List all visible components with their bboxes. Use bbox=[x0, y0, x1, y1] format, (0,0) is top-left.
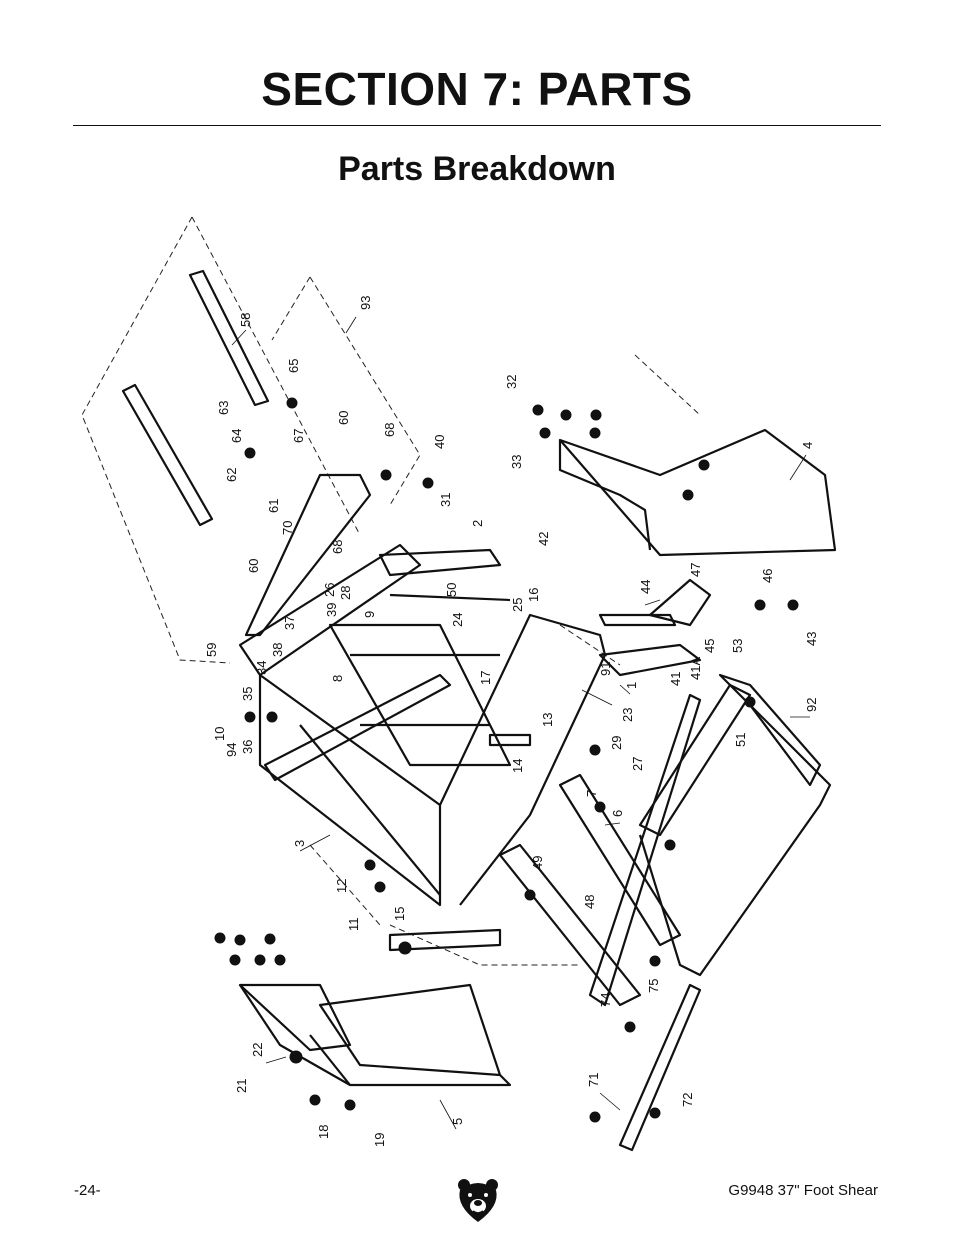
callout-34: 34 bbox=[254, 661, 269, 675]
callout-7: 7 bbox=[584, 790, 599, 797]
callout-2: 2 bbox=[470, 520, 485, 527]
callout-92: 92 bbox=[804, 698, 819, 712]
callout-68b: 68 bbox=[330, 540, 345, 554]
callout-46: 46 bbox=[760, 569, 775, 583]
part-callouts: 58 93 65 63 64 67 60 68 62 61 70 68 60 2… bbox=[204, 296, 819, 1147]
callout-38: 38 bbox=[270, 643, 285, 657]
parts-drawing bbox=[121, 269, 837, 1152]
callout-43: 43 bbox=[804, 632, 819, 646]
callout-19: 19 bbox=[372, 1133, 387, 1147]
callout-65: 65 bbox=[286, 359, 301, 373]
callout-44: 44 bbox=[638, 580, 653, 594]
callout-9: 9 bbox=[362, 611, 377, 618]
callout-71: 71 bbox=[586, 1073, 601, 1087]
callout-41: 41 bbox=[668, 672, 683, 686]
callout-94: 94 bbox=[224, 743, 239, 757]
callout-1: 1 bbox=[624, 682, 639, 689]
callout-58: 58 bbox=[238, 313, 253, 327]
fasteners bbox=[214, 397, 799, 1123]
callout-45: 45 bbox=[702, 639, 717, 653]
callout-17: 17 bbox=[478, 671, 493, 685]
page-number: -24- bbox=[74, 1182, 101, 1199]
callout-33: 33 bbox=[509, 455, 524, 469]
callout-63: 63 bbox=[216, 401, 231, 415]
callout-49: 49 bbox=[530, 856, 545, 870]
parts-breakdown-heading: Parts Breakdown bbox=[338, 150, 616, 188]
section-title: SECTION 7: PARTS bbox=[261, 63, 693, 115]
callout-31: 31 bbox=[438, 493, 453, 507]
callout-6: 6 bbox=[610, 810, 625, 817]
callout-15: 15 bbox=[392, 907, 407, 921]
callout-62: 62 bbox=[224, 468, 239, 482]
callout-40: 40 bbox=[432, 435, 447, 449]
callout-4: 4 bbox=[800, 442, 815, 449]
callout-60: 60 bbox=[336, 411, 351, 425]
callout-36: 36 bbox=[240, 740, 255, 754]
callout-5: 5 bbox=[450, 1118, 465, 1125]
callout-35: 35 bbox=[240, 687, 255, 701]
callout-26: 26 bbox=[322, 583, 337, 597]
model-title: G9948 37" Foot Shear bbox=[728, 1182, 878, 1199]
callout-53: 53 bbox=[730, 639, 745, 653]
callout-18: 18 bbox=[316, 1125, 331, 1139]
callout-21: 21 bbox=[234, 1079, 249, 1093]
callout-59: 59 bbox=[204, 643, 219, 657]
callout-64: 64 bbox=[229, 429, 244, 443]
callout-29: 29 bbox=[609, 736, 624, 750]
callout-32: 32 bbox=[504, 375, 519, 389]
callout-23: 23 bbox=[620, 708, 635, 722]
callout-93: 93 bbox=[358, 296, 373, 310]
callout-51: 51 bbox=[733, 733, 748, 747]
callout-91: 91 bbox=[598, 662, 613, 676]
callout-12: 12 bbox=[334, 879, 349, 893]
callout-70: 70 bbox=[280, 521, 295, 535]
callout-28: 28 bbox=[338, 586, 353, 600]
callout-10: 10 bbox=[212, 727, 227, 741]
callout-47: 47 bbox=[688, 563, 703, 577]
callout-41A: 41A bbox=[688, 657, 703, 680]
callout-72: 72 bbox=[680, 1093, 695, 1107]
callout-50: 50 bbox=[444, 583, 459, 597]
callout-24: 24 bbox=[450, 613, 465, 627]
callout-37: 37 bbox=[282, 616, 297, 630]
title-divider bbox=[73, 125, 881, 126]
callout-13: 13 bbox=[540, 713, 555, 727]
leader-lines bbox=[231, 316, 810, 1130]
callout-75: 75 bbox=[646, 979, 661, 993]
callout-68: 68 bbox=[382, 423, 397, 437]
callout-60b: 60 bbox=[246, 559, 261, 573]
callout-22: 22 bbox=[250, 1043, 265, 1057]
callout-74: 74 bbox=[598, 993, 613, 1007]
callout-67: 67 bbox=[291, 429, 306, 443]
callout-42: 42 bbox=[536, 532, 551, 546]
callout-8: 8 bbox=[330, 675, 345, 682]
callout-48: 48 bbox=[582, 895, 597, 909]
dashed-reference-lines bbox=[81, 216, 701, 966]
callout-11: 11 bbox=[346, 918, 361, 932]
bear-head-icon bbox=[458, 1179, 498, 1222]
callout-61: 61 bbox=[266, 499, 281, 513]
exploded-parts-diagram: 58 93 65 63 64 67 60 68 62 61 70 68 60 2… bbox=[81, 216, 837, 1152]
callout-14: 14 bbox=[510, 759, 525, 773]
callout-25: 25 bbox=[510, 598, 525, 612]
callout-3: 3 bbox=[292, 840, 307, 847]
callout-39: 39 bbox=[324, 603, 339, 617]
callout-27: 27 bbox=[630, 757, 645, 771]
callout-16: 16 bbox=[526, 588, 541, 602]
